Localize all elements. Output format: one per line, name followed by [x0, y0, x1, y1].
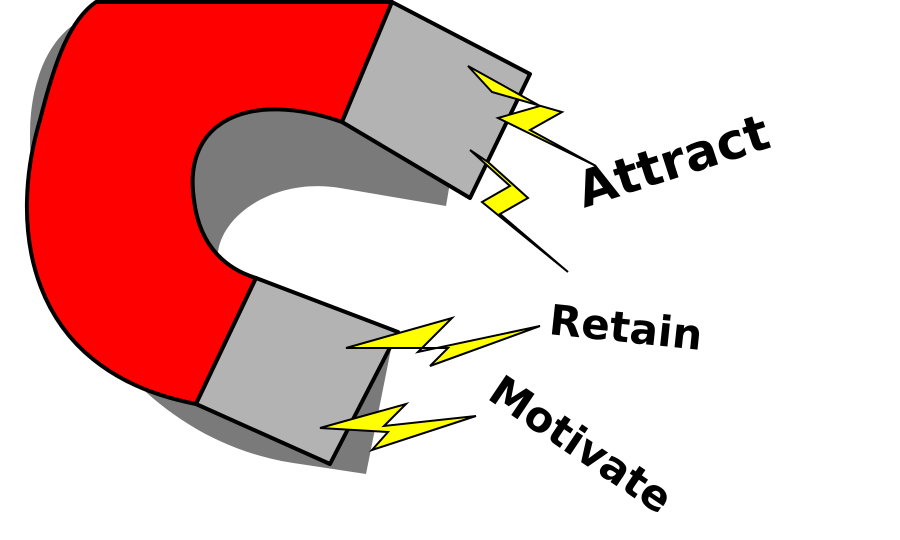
label-attract: Attract	[570, 103, 777, 219]
label-retain: Retain	[547, 295, 705, 360]
magnet-pole-upper	[340, 0, 532, 200]
horseshoe-magnet-icon	[25, 0, 394, 406]
lightning-bolt-icon	[345, 315, 541, 367]
label-motivate: Motivate	[480, 366, 681, 524]
lightning-bolts	[319, 65, 597, 453]
lightning-bolt-icon	[319, 402, 477, 453]
lightning-bolt-icon	[469, 149, 569, 273]
magnet-pole-lower	[194, 276, 400, 466]
lightning-bolt-icon	[467, 65, 597, 167]
